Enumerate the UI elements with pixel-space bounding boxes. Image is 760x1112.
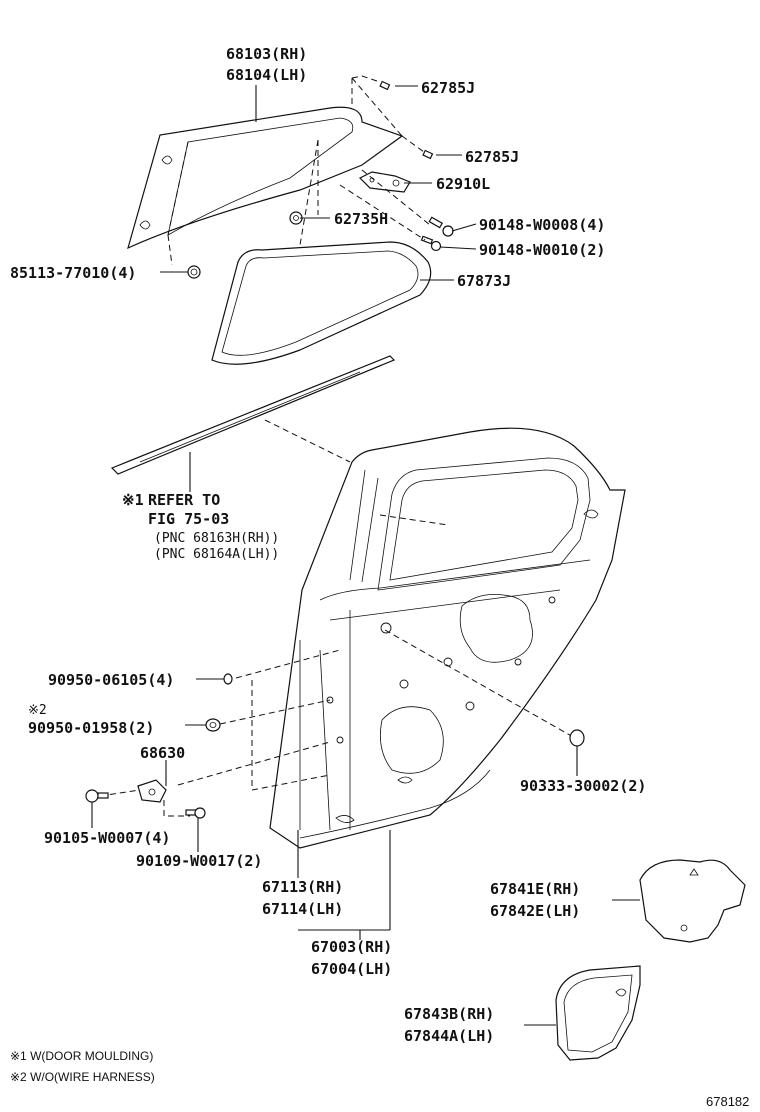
- belt-moulding: [110, 355, 396, 475]
- label-90105: 90105-W0007(4): [44, 829, 170, 847]
- label-85113: 85113-77010(4): [10, 264, 136, 282]
- service-cover-67843B: [555, 965, 641, 1061]
- footnote-1: ※1 W(DOOR MOULDING): [10, 1049, 153, 1063]
- label-68630: 68630: [140, 744, 185, 762]
- label-68104: 68104(LH): [226, 66, 307, 84]
- service-cover-67841E: [639, 859, 746, 943]
- label-62785J-lower: 62785J: [465, 148, 519, 166]
- label-90950-01958: 90950-01958(2): [28, 719, 154, 737]
- label-67842E: 67842E(LH): [490, 902, 580, 920]
- label-refer-to: REFER TO: [148, 491, 220, 509]
- label-90333: 90333-30002(2): [520, 777, 646, 795]
- pin-62785J-upper: [379, 80, 391, 91]
- label-90109: 90109-W0017(2): [136, 852, 262, 870]
- label-90950-06105: 90950-06105(4): [48, 671, 174, 689]
- bolt-90148-W0010: [420, 235, 442, 252]
- plug-90950-06105: [223, 673, 233, 685]
- pin-62785J-lower: [422, 149, 434, 160]
- label-62735H: 62735H: [334, 210, 388, 228]
- label-67843B: 67843B(RH): [404, 1005, 494, 1023]
- label-67844A: 67844A(LH): [404, 1027, 494, 1045]
- label-62910L: 62910L: [436, 175, 490, 193]
- label-mark-2: ※2: [28, 703, 47, 718]
- plug-90950-01958: [205, 718, 221, 732]
- label-67873J: 67873J: [457, 272, 511, 290]
- label-68103: 68103(RH): [226, 45, 307, 63]
- clip-85113: [187, 265, 201, 279]
- bolt-90109: [185, 807, 206, 819]
- rear-door-panel: [269, 427, 626, 849]
- bracket-62910L: [358, 171, 411, 193]
- label-62785J-upper: 62785J: [421, 79, 475, 97]
- plug-90333: [569, 729, 585, 747]
- label-ref-pnc-lh: (PNC 68164A(LH)): [154, 547, 279, 562]
- label-67004: 67004(LH): [311, 960, 392, 978]
- quarter-glass: [127, 106, 404, 266]
- label-90148-W0010: 90148-W0010(2): [479, 241, 605, 259]
- label-ref-pnc-rh: (PNC 68163H(RH)): [154, 531, 279, 546]
- label-90148-W0008: 90148-W0008(4): [479, 216, 605, 234]
- label-67113: 67113(RH): [262, 878, 343, 896]
- figure-number: 678182: [706, 1094, 749, 1109]
- label-ref-mark: ※1: [122, 491, 144, 509]
- bolt-90105: [85, 789, 109, 803]
- label-ref-fig: FIG 75-03: [148, 510, 229, 528]
- label-67003: 67003(RH): [311, 938, 392, 956]
- footnote-2: ※2 W/O(WIRE HARNESS): [10, 1070, 155, 1084]
- bracket-68630: [137, 779, 167, 803]
- weatherstrip-67873J: [211, 241, 432, 365]
- label-67114: 67114(LH): [262, 900, 343, 918]
- label-67841E: 67841E(RH): [490, 880, 580, 898]
- bolt-90148-W0008: [428, 216, 454, 237]
